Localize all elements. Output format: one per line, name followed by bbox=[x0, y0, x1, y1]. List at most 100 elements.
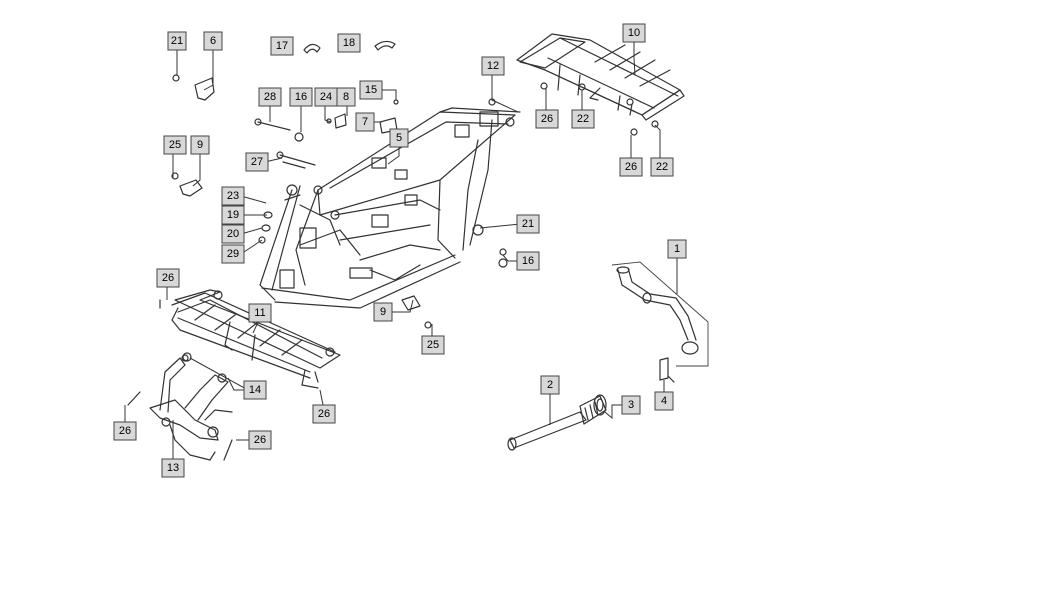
rear-axle bbox=[507, 395, 607, 451]
bolt-26a bbox=[540, 82, 548, 90]
bolt-26d bbox=[301, 384, 319, 389]
callout-26-bumper-right: 26 bbox=[248, 430, 272, 450]
svg-text:26: 26 bbox=[162, 272, 174, 284]
bracket-9a bbox=[179, 179, 203, 197]
clip-17 bbox=[303, 43, 321, 54]
callout-3: 3 bbox=[621, 395, 641, 415]
callout-15: 15 bbox=[359, 80, 383, 100]
bolt-26b bbox=[630, 128, 638, 136]
svg-text:29: 29 bbox=[227, 248, 239, 260]
callout-20: 20 bbox=[221, 224, 245, 244]
svg-text:26: 26 bbox=[541, 113, 553, 125]
callout-27: 27 bbox=[245, 152, 269, 172]
svg-text:8: 8 bbox=[343, 91, 349, 103]
callout-13: 13 bbox=[161, 458, 185, 478]
svg-text:4: 4 bbox=[661, 395, 667, 407]
callout-23: 23 bbox=[221, 186, 245, 206]
bolt-28 bbox=[254, 118, 291, 131]
main-frame bbox=[259, 107, 521, 309]
fuel-tube bbox=[616, 266, 699, 355]
axle-seal bbox=[593, 394, 607, 416]
callout-26-front-rack-right: 26 bbox=[312, 404, 336, 424]
svg-text:24: 24 bbox=[320, 91, 332, 103]
callout-28: 28 bbox=[258, 87, 282, 107]
bolt-29 bbox=[258, 236, 266, 244]
callout-26-rack-right: 26 bbox=[619, 157, 643, 177]
bolt-25b bbox=[424, 321, 432, 329]
svg-text:9: 9 bbox=[197, 139, 203, 151]
svg-text:5: 5 bbox=[396, 132, 402, 144]
svg-text:21: 21 bbox=[522, 218, 534, 230]
rear-rack bbox=[516, 33, 685, 121]
svg-text:17: 17 bbox=[276, 40, 288, 52]
callout-17: 17 bbox=[270, 36, 294, 56]
nut-14 bbox=[181, 354, 189, 362]
svg-text:12: 12 bbox=[487, 60, 499, 72]
callout-1: 1 bbox=[667, 239, 687, 259]
callout-25-top: 25 bbox=[163, 135, 187, 155]
bolt-21a bbox=[172, 74, 180, 82]
callout-16-top: 16 bbox=[289, 87, 313, 107]
front-rack bbox=[171, 289, 341, 386]
svg-text:7: 7 bbox=[362, 116, 368, 128]
callout-26-front-rack: 26 bbox=[156, 268, 180, 288]
svg-text:23: 23 bbox=[227, 190, 239, 202]
callout-4: 4 bbox=[654, 391, 674, 411]
bolt-26f bbox=[223, 439, 233, 461]
callout-24: 24 bbox=[314, 87, 338, 107]
fuel-tube-bracket bbox=[611, 261, 709, 367]
svg-text:9: 9 bbox=[380, 306, 386, 318]
bolt-25a bbox=[171, 172, 179, 180]
callout-29: 29 bbox=[221, 244, 245, 264]
callout-9-top: 9 bbox=[190, 135, 210, 155]
bolt-27 bbox=[276, 151, 316, 169]
svg-text:16: 16 bbox=[295, 91, 307, 103]
bracket-8 bbox=[334, 113, 347, 129]
svg-text:25: 25 bbox=[169, 139, 181, 151]
svg-text:14: 14 bbox=[249, 384, 261, 396]
washer-20 bbox=[261, 224, 271, 232]
svg-text:26: 26 bbox=[625, 161, 637, 173]
callout-26-rack-left: 26 bbox=[535, 109, 559, 129]
svg-text:26: 26 bbox=[119, 425, 131, 437]
bolt-21b bbox=[472, 224, 484, 236]
clamp-4 bbox=[659, 357, 675, 383]
svg-text:3: 3 bbox=[628, 399, 634, 411]
svg-text:27: 27 bbox=[251, 156, 263, 168]
svg-text:22: 22 bbox=[656, 161, 668, 173]
callout-21-top: 21 bbox=[167, 31, 187, 51]
callout-12: 12 bbox=[481, 56, 505, 76]
bracket-6 bbox=[194, 77, 215, 101]
svg-text:13: 13 bbox=[167, 462, 179, 474]
svg-text:20: 20 bbox=[227, 228, 239, 240]
leader-lines bbox=[124, 40, 678, 459]
svg-text:18: 18 bbox=[343, 37, 355, 49]
svg-text:11: 11 bbox=[254, 307, 265, 319]
svg-text:28: 28 bbox=[264, 91, 276, 103]
callout-22-rack-left: 22 bbox=[571, 109, 595, 129]
callout-16-mid: 16 bbox=[516, 251, 540, 271]
callout-9-lower: 9 bbox=[373, 302, 393, 322]
svg-text:26: 26 bbox=[318, 408, 330, 420]
bolt-15 bbox=[393, 99, 399, 105]
callout-14: 14 bbox=[243, 380, 267, 400]
callout-25-lower: 25 bbox=[421, 335, 445, 355]
svg-text:26: 26 bbox=[254, 434, 266, 446]
clip-18 bbox=[374, 40, 396, 51]
callout-22-rack-right: 22 bbox=[650, 157, 674, 177]
callout-26-bumper-left: 26 bbox=[113, 421, 137, 441]
bolt-26e bbox=[127, 391, 141, 406]
callout-2: 2 bbox=[540, 375, 560, 395]
bracket-9b bbox=[401, 295, 421, 311]
svg-text:2: 2 bbox=[547, 379, 553, 391]
callout-21-mid: 21 bbox=[516, 214, 540, 234]
callout-18: 18 bbox=[337, 33, 361, 53]
svg-text:1: 1 bbox=[674, 243, 680, 255]
svg-text:6: 6 bbox=[210, 35, 216, 47]
svg-text:25: 25 bbox=[427, 339, 439, 351]
front-bumper bbox=[149, 352, 233, 461]
svg-text:22: 22 bbox=[577, 113, 589, 125]
callout-5: 5 bbox=[389, 128, 409, 148]
callout-6: 6 bbox=[203, 31, 223, 51]
